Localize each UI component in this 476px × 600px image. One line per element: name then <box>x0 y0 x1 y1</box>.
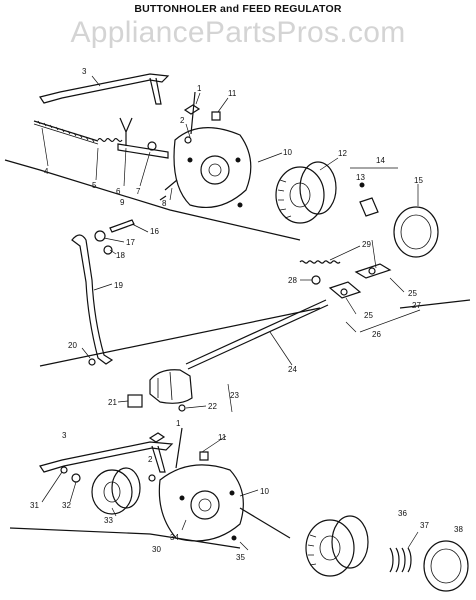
part-21-block <box>127 394 143 408</box>
label-38: 38 <box>454 525 463 534</box>
label-12: 12 <box>338 149 347 158</box>
label-30: 30 <box>152 545 161 554</box>
part-6-7-shaft <box>117 117 169 159</box>
part-15-ring <box>393 206 439 258</box>
small-screws-bottom <box>148 427 209 482</box>
machine-baseline-bottom <box>9 507 291 549</box>
callout-labels: 3 1 11 2 10 4 5 6 7 9 8 12 14 13 15 16 1… <box>30 67 463 562</box>
label-18: 18 <box>116 251 125 260</box>
part-3-lever <box>39 73 170 105</box>
label-27: 27 <box>412 301 421 310</box>
part-12-cam-drum <box>275 161 337 224</box>
part-36-cam-drum <box>305 515 369 577</box>
label-6: 6 <box>116 187 121 196</box>
label-2: 2 <box>180 116 185 125</box>
part-38-ring <box>423 540 469 592</box>
label-25-a: 25 <box>408 289 417 298</box>
label-8: 8 <box>162 199 167 208</box>
label-5: 5 <box>92 181 97 190</box>
label-2-bottom: 2 <box>148 455 153 464</box>
label-14: 14 <box>376 156 385 165</box>
label-26: 26 <box>372 330 381 339</box>
label-10-bottom: 10 <box>260 487 269 496</box>
label-1-bottom: 1 <box>176 419 181 428</box>
part-3-lever-bottom <box>39 441 174 473</box>
label-25-b: 25 <box>364 311 373 320</box>
label-13: 13 <box>356 173 365 182</box>
diagram-title: BUTTONHOLER and FEED REGULATOR <box>134 3 342 15</box>
label-7: 7 <box>136 187 141 196</box>
machine-baseline-top <box>4 159 301 241</box>
label-15: 15 <box>414 176 423 185</box>
part-32-washer <box>71 473 81 483</box>
part-28-nut <box>311 275 321 285</box>
part-20-screw <box>88 358 96 366</box>
label-11-bottom: 11 <box>218 433 227 442</box>
label-3-bottom: 3 <box>62 431 67 440</box>
label-1: 1 <box>197 84 202 93</box>
label-22: 22 <box>208 402 217 411</box>
mount-plate-top <box>159 126 252 209</box>
label-19: 19 <box>114 281 123 290</box>
label-10: 10 <box>283 148 292 157</box>
part-13-14-knob <box>350 167 398 217</box>
small-screws-top <box>183 91 221 144</box>
label-28: 28 <box>288 276 297 285</box>
label-24: 24 <box>288 365 297 374</box>
label-17: 17 <box>126 238 135 247</box>
mount-plate-bottom <box>158 464 244 542</box>
part-5-spring <box>97 137 123 143</box>
label-9: 9 <box>120 198 125 207</box>
label-3: 3 <box>82 67 87 76</box>
watermark: AppliancePartsPros.com <box>70 16 406 49</box>
part-29-spring <box>299 260 341 264</box>
part-16-18-pin <box>94 219 135 255</box>
label-11: 11 <box>228 89 237 98</box>
label-20: 20 <box>68 341 77 350</box>
label-37: 37 <box>420 521 429 530</box>
label-16: 16 <box>150 227 159 236</box>
part-23-housing <box>149 369 193 404</box>
part-37-spring <box>389 547 412 573</box>
part-25-27-bracket <box>328 263 392 299</box>
leader-lines <box>41 75 421 551</box>
label-35: 35 <box>236 553 245 562</box>
part-33-drum <box>91 467 141 515</box>
part-24-long-shaft <box>185 299 329 370</box>
part-22-screw <box>178 404 186 412</box>
label-32: 32 <box>62 501 71 510</box>
label-23: 23 <box>230 391 239 400</box>
label-4: 4 <box>44 167 49 176</box>
part-31-washer <box>60 466 68 474</box>
machine-baseline-mid <box>39 299 471 367</box>
label-33: 33 <box>104 516 113 525</box>
label-34: 34 <box>170 533 179 542</box>
label-31: 31 <box>30 501 39 510</box>
part-19-long-lever <box>71 234 114 365</box>
label-36: 36 <box>398 509 407 518</box>
label-21: 21 <box>108 398 117 407</box>
part-4-threaded-rod <box>33 120 99 145</box>
label-29: 29 <box>362 240 371 249</box>
